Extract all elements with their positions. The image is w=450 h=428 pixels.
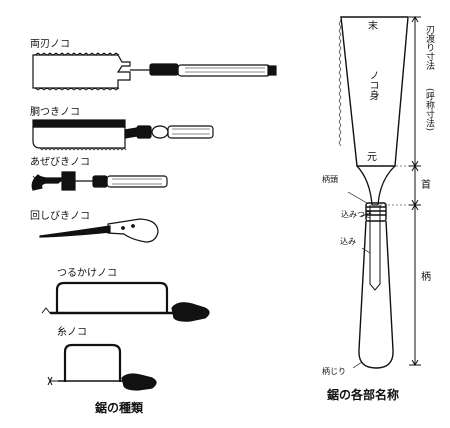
ryoba-collar: [149, 63, 179, 76]
azebiki-collar: [92, 175, 108, 188]
label-blade-body: ノコ身: [367, 70, 378, 100]
ryoba-blade: [32, 54, 131, 89]
dozuki-collar: [136, 125, 152, 139]
leader-lines: [347, 191, 371, 369]
anatomy-neck: [356, 165, 396, 206]
label-mawashibiki: 回しびきノコ: [30, 211, 90, 222]
label-dozuki: 胴つきノコ: [30, 107, 80, 118]
mawashibiki-handle: [107, 218, 159, 243]
itonoko-frame: [63, 343, 122, 382]
itonoko-saw: [47, 343, 157, 391]
mawashibiki-saw: [39, 218, 159, 243]
label-blade-base: 元: [367, 152, 377, 163]
label-neck: 首: [421, 180, 431, 191]
tsurukake-frame: [55, 281, 169, 314]
anatomy-handle: [358, 220, 394, 369]
label-blade-length: 刃渡り寸法: [424, 25, 434, 70]
caption-saw-parts: 鋸の各部名称: [327, 388, 400, 402]
azebiki-handle: [106, 175, 168, 188]
label-tsurukake: つるかけノコ: [57, 268, 117, 279]
azebiki-blade: [31, 171, 76, 191]
anatomy-tang: [369, 205, 381, 291]
ryoba-saw: [32, 52, 277, 91]
anatomy-collar: [365, 202, 387, 222]
label-nominal-size: (呼称寸法): [424, 88, 434, 132]
ryoba-teeth-bottom: [34, 87, 120, 91]
ryoba-handle: [177, 64, 271, 77]
label-itonoko: 糸ノコ: [57, 327, 87, 338]
label-collar: 込みつぎ: [341, 210, 373, 219]
anatomy-teeth-left: [338, 19, 342, 147]
itonoko-handle: [121, 373, 157, 391]
dozuki-handle: [167, 125, 214, 139]
label-azebiki: あぜびきノコ: [30, 157, 90, 168]
label-neck-head: 柄頭: [322, 175, 338, 184]
tsurukake-handle: [171, 302, 210, 322]
mawashibiki-blade: [39, 225, 111, 238]
dimension-lines: [380, 16, 421, 366]
label-ryoba: 両刃ノコ: [30, 39, 70, 50]
dozuki-saw: [32, 119, 214, 151]
label-handle-end: 柄じり: [322, 367, 346, 376]
label-tang: 込み: [340, 237, 356, 246]
ryoba-teeth-top: [34, 52, 120, 56]
anatomy-saw: [338, 16, 421, 369]
label-handle: 柄: [421, 272, 431, 283]
label-blade-tip: 末: [368, 21, 378, 32]
caption-saw-types: 鋸の種類: [95, 401, 144, 415]
dozuki-blade: [32, 126, 126, 149]
tsurukake-saw: [41, 281, 210, 322]
azebiki-saw: [31, 171, 168, 191]
dozuki-spine: [32, 119, 126, 128]
